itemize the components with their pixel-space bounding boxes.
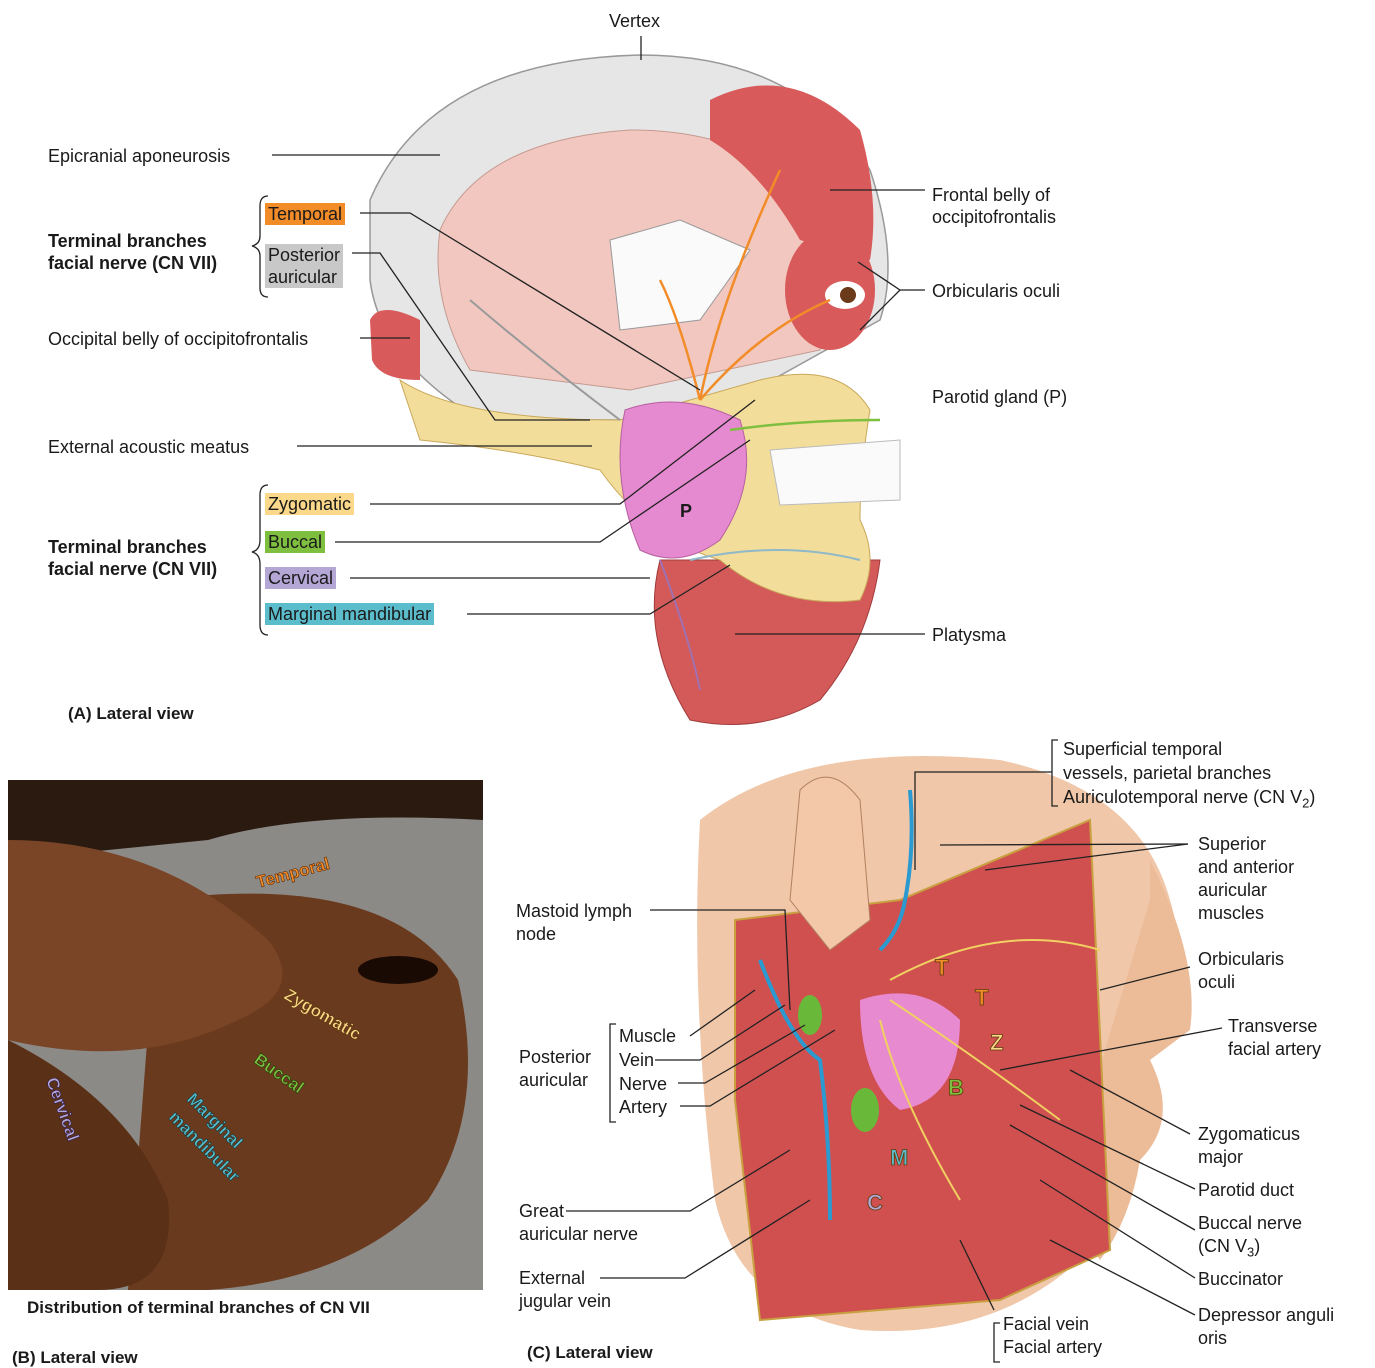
auriculotemporal-text: Auriculotemporal nerve (CN V (1063, 787, 1302, 807)
frontal-belly-label-1: Frontal belly of (932, 184, 1050, 206)
zygomatic-tag: Zygomatic (265, 493, 354, 515)
buccal-tag: Buccal (265, 531, 325, 553)
cervical-tag: Cervical (265, 567, 336, 589)
posterior-auricular-tag-line2: auricular (268, 266, 340, 288)
orbicularis-c-label-2: oculi (1198, 971, 1235, 993)
group-title-lower-1: Terminal branches (48, 536, 207, 558)
superior-auricular-label-3: auricular (1198, 879, 1267, 901)
group-title-upper-1: Terminal branches (48, 230, 207, 252)
marginal-mandibular-tag: Marginal mandibular (265, 603, 434, 625)
artery-label: Artery (619, 1096, 667, 1118)
great-auricular-label-2: auricular nerve (519, 1223, 638, 1245)
zygomaticus-major-label-2: major (1198, 1146, 1243, 1168)
facial-artery-label: Facial artery (1003, 1336, 1102, 1358)
buccinator-label: Buccinator (1198, 1268, 1283, 1290)
vertex-label: Vertex (609, 10, 660, 32)
mastoid-lymph-label-1: Mastoid lymph (516, 900, 632, 922)
superficial-temporal-label-2: vessels, parietal branches (1063, 762, 1271, 784)
epicranial-aponeurosis-label: Epicranial aponeurosis (48, 145, 230, 167)
vein-label: Vein (619, 1049, 654, 1071)
muscle-label: Muscle (619, 1025, 676, 1047)
external-jugular-label-2: jugular vein (519, 1290, 611, 1312)
external-jugular-label-1: External (519, 1267, 585, 1289)
platysma-label: Platysma (932, 624, 1006, 646)
posterior-auricular-c-label-2: auricular (519, 1069, 588, 1091)
transverse-facial-label-1: Transverse (1228, 1015, 1317, 1037)
orbicularis-c-label-1: Orbicularis (1198, 948, 1284, 970)
superior-auricular-label-2: and anterior (1198, 856, 1294, 878)
caption-a: (A) Lateral view (68, 704, 194, 724)
posterior-auricular-c-label-1: Posterior (519, 1046, 591, 1068)
orbicularis-oculi-label: Orbicularis oculi (932, 280, 1060, 302)
mastoid-lymph-label-2: node (516, 923, 556, 945)
great-auricular-label-1: Great (519, 1200, 564, 1222)
occipital-belly-label: Occipital belly of occipitofrontalis (48, 328, 308, 350)
auriculotemporal-end: ) (1309, 787, 1315, 807)
external-acoustic-meatus-label: External acoustic meatus (48, 436, 249, 458)
group-title-lower-2: facial nerve (CN VII) (48, 558, 217, 580)
depressor-anguli-label-1: Depressor anguli (1198, 1304, 1334, 1326)
distribution-caption: Distribution of terminal branches of CN … (27, 1298, 370, 1318)
temporal-tag: Temporal (265, 203, 345, 225)
caption-b: (B) Lateral view (12, 1348, 138, 1368)
posterior-auricular-tag: Posterior auricular (265, 244, 343, 288)
facial-vein-label: Facial vein (1003, 1313, 1089, 1335)
parotid-duct-label: Parotid duct (1198, 1179, 1294, 1201)
superior-auricular-label-1: Superior (1198, 833, 1266, 855)
frontal-belly-label-2: occipitofrontalis (932, 206, 1056, 228)
group-title-upper-2: facial nerve (CN VII) (48, 252, 217, 274)
superficial-temporal-label-1: Superficial temporal (1063, 738, 1222, 760)
posterior-auricular-tag-line1: Posterior (268, 244, 340, 266)
parotid-gland-label: Parotid gland (P) (932, 386, 1067, 408)
parotid-marker: P (680, 500, 692, 522)
buccal-nerve-text: (CN V (1198, 1236, 1247, 1256)
auriculotemporal-nerve-label: Auriculotemporal nerve (CN V2) (1063, 786, 1315, 815)
buccal-nerve-label-1: Buccal nerve (1198, 1212, 1302, 1234)
caption-c: (C) Lateral view (527, 1343, 653, 1363)
buccal-nerve-end: ) (1254, 1236, 1260, 1256)
nerve-label: Nerve (619, 1073, 667, 1095)
superior-auricular-label-4: muscles (1198, 902, 1264, 924)
transverse-facial-label-2: facial artery (1228, 1038, 1321, 1060)
buccal-nerve-label-2: (CN V3) (1198, 1235, 1260, 1264)
depressor-anguli-label-2: oris (1198, 1327, 1227, 1349)
zygomaticus-major-label-1: Zygomaticus (1198, 1123, 1300, 1145)
temporal-tag-text: Temporal (268, 204, 342, 224)
